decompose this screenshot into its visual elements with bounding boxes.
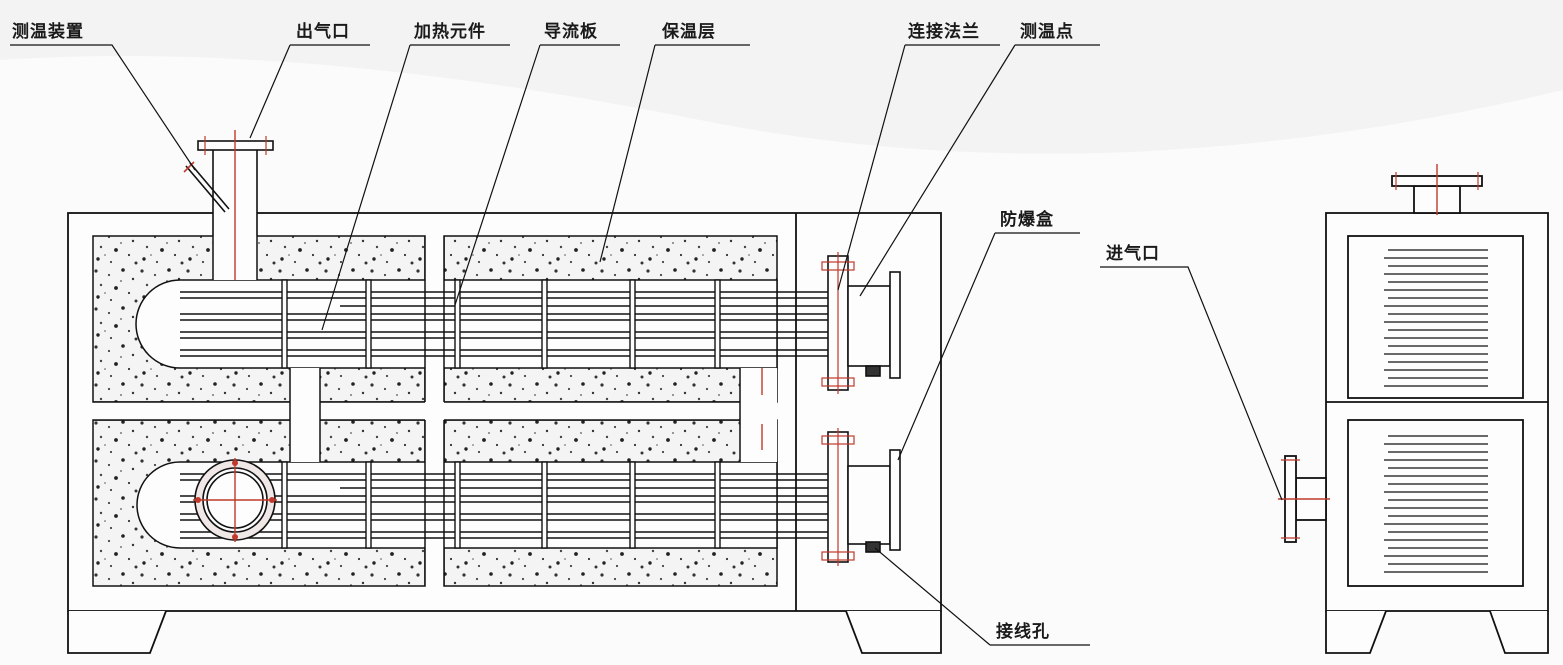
label-insulation: 保温层 xyxy=(662,22,716,42)
junction-flanges xyxy=(761,252,901,566)
heating-elements-bottom xyxy=(180,461,860,549)
inlet-flange-front xyxy=(193,458,277,542)
label-flange: 连接法兰 xyxy=(908,22,980,42)
outlet-pipe xyxy=(197,130,274,280)
temp-probe xyxy=(183,161,230,213)
air-channels xyxy=(93,236,778,586)
side-view xyxy=(1278,164,1549,654)
label-baffle: 导流板 xyxy=(544,22,598,42)
label-inlet: 进气口 xyxy=(1106,244,1160,264)
side-view-fins xyxy=(1384,249,1488,573)
label-temp-point: 测温点 xyxy=(1020,22,1074,42)
label-wiring-hole: 接线孔 xyxy=(996,622,1050,642)
label-explosion-proof-box: 防爆盒 xyxy=(1000,210,1054,230)
leader-lines xyxy=(10,44,1283,646)
label-outlet: 出气口 xyxy=(296,22,350,42)
label-temp-device: 测温装置 xyxy=(12,22,84,42)
label-heating-element: 加热元件 xyxy=(414,22,486,42)
heating-elements-top xyxy=(180,279,860,369)
